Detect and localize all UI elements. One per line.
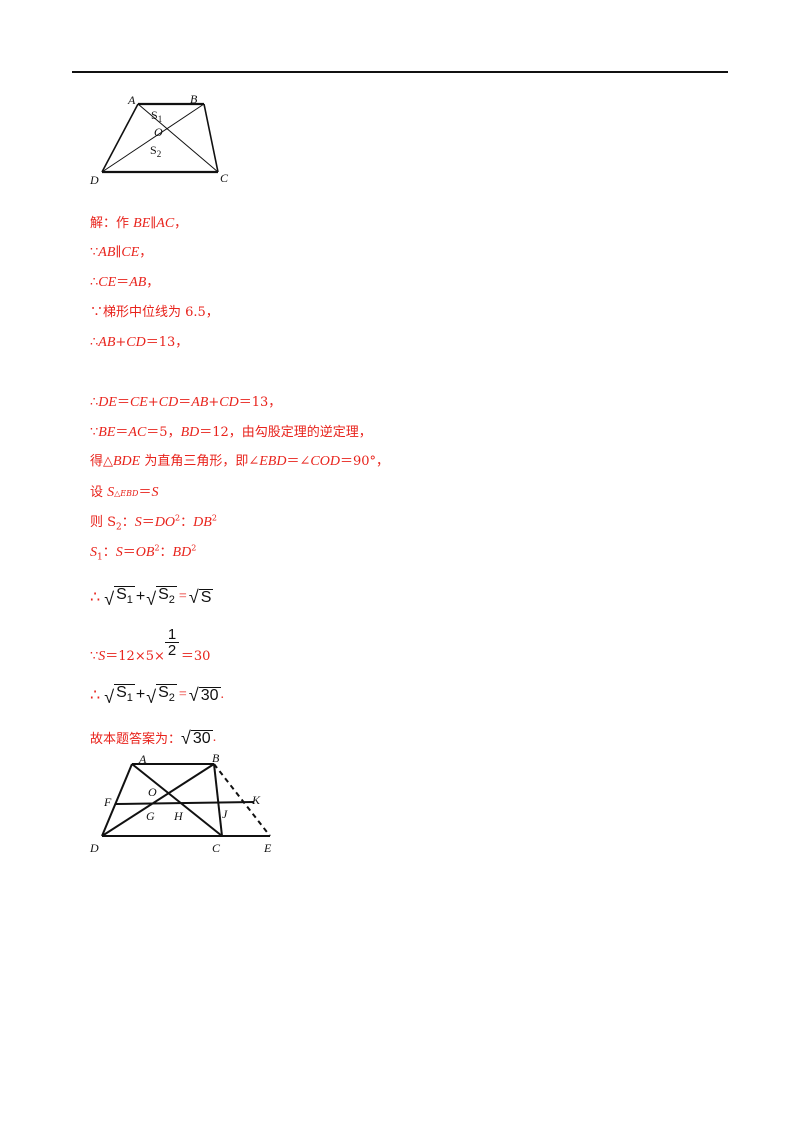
dashed-be [213,763,271,837]
label-a: A [138,752,147,766]
diagonal-bd [101,763,215,837]
label-o: O [154,125,163,139]
trapezoid-extension-figure: A B C D E F G H J K O [89,752,272,855]
solution-line-9: 设 S△EBD＝S [90,485,159,500]
label-b: B [190,92,198,106]
solution-line-2: ∵AB∥CE， [90,245,153,260]
edge-ad [101,763,133,837]
label-f: F [103,795,112,809]
edge-ad [101,103,139,173]
equation-sqrt-sum-s: ∴ √S1 + √S2 = √S [90,586,214,610]
label-g: G [146,809,155,823]
edge-bc [213,763,223,837]
diagonal-ac [137,103,219,173]
label-s2: S2 [150,143,161,159]
trapezoid-figure: A B C D O S1 S2 [89,92,229,187]
solution-line-area: ∵S＝12×5×＝30 [90,649,211,664]
diagonal-bd [101,103,205,173]
label-d: D [89,841,99,855]
solution-line-8: 得△BDE 为直角三角形，即∠EBD＝∠COD＝90°， [90,454,389,469]
solution-line-7: ∵BE＝AC＝5，BD＝12，由勾股定理的逆定理， [90,425,372,440]
label-e: E [263,841,272,855]
label-c: C [220,171,229,185]
diagonal-ac [131,763,223,837]
final-answer: 故本题答案为： √30 . [90,727,217,748]
solution-line-6: ∴DE＝CE+CD＝AB+CD＝13， [90,395,282,410]
solution-line-3: ∴CE＝AB， [90,275,160,290]
label-d: D [89,173,99,187]
label-s1: S1 [151,108,162,124]
solution-line-1: 解：作 BE∥AC， [90,216,188,231]
label-c: C [212,841,221,855]
solution-line-10: 则 S2：S＝DO2：DB2 [90,513,217,533]
header-rule [72,71,728,73]
label-a: A [127,93,136,107]
label-j: J [222,807,228,821]
solution-line-5: ∴AB+CD＝13， [90,335,189,350]
label-b: B [212,752,220,765]
equation-sqrt-sum-30: ∴ √S1 + √S2 = √30 . [90,684,224,708]
label-h: H [173,809,184,823]
fraction-one-half: 1 2 [165,627,179,658]
edge-bc [203,103,219,173]
midline-fk [115,801,255,805]
label-k: K [251,793,261,807]
solution-line-11: S1：S＝OB2：BD2 [90,543,197,563]
solution-line-4: ∵梯形中位线为 6.5， [90,305,219,320]
label-o: O [148,785,157,799]
